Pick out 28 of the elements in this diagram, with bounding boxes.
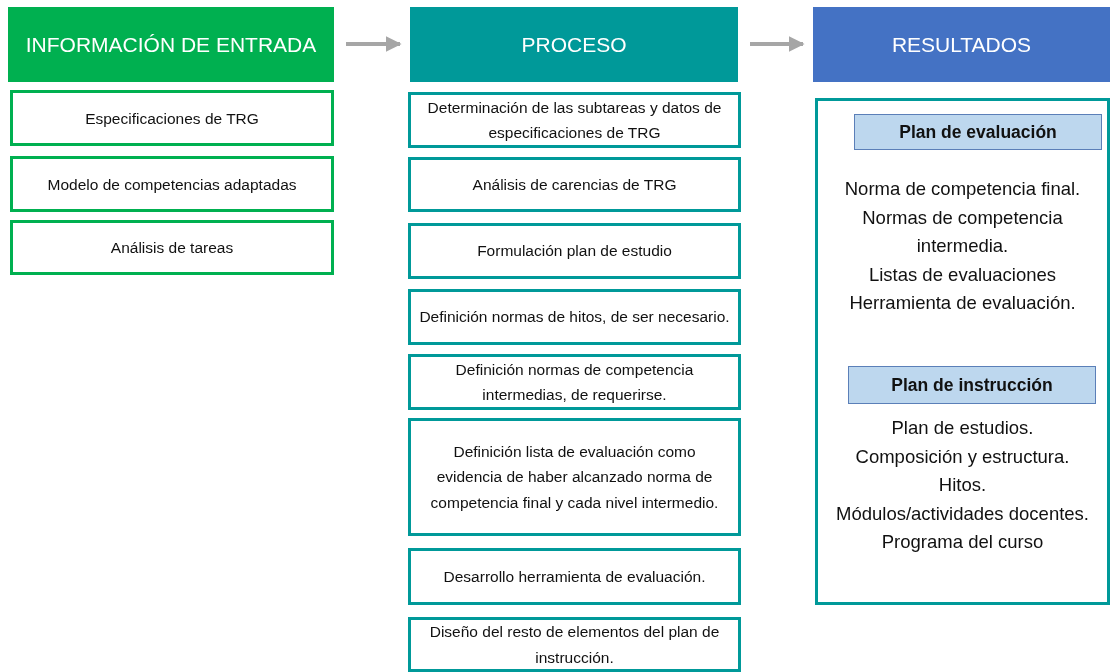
result-item: Composición y estructura. [855,444,1070,469]
header-box: RESULTADOS [813,7,1110,82]
result-item: Plan de estudios. [891,416,1034,440]
result-item: Normas de competencia intermedia. [861,205,1064,258]
arrow [346,36,402,52]
arrow [750,36,805,52]
header-box: PROCESO [410,7,738,82]
process-box: Desarrollo herramienta de evaluación. [408,548,741,605]
input-box: Análisis de tareas [10,220,334,275]
header-box: INFORMACIÓN DE ENTRADA [8,7,334,82]
input-box: Especificaciones de TRG [10,90,334,146]
section-heading-box: Plan de instrucción [848,366,1096,404]
result-item: Módulos/actividades docentes. [836,501,1089,526]
process-box: Definición normas de competencia intermedias, de requerirse. [408,354,741,410]
result-item: Herramienta de evaluación. [849,291,1076,315]
section-heading-box: Plan de evaluación [854,114,1102,150]
input-box: Modelo de competencias adaptadas [10,156,334,212]
process-box: Definición lista de evaluación como evidencia de haber alcanzado norma de competencia final y cada nivel intermedio. [408,418,741,536]
process-box: Diseño del resto de elementos del plan de instrucción. [408,617,741,672]
process-box: Formulación plan de estudio [408,223,741,279]
process-box: Análisis de carencias de TRG [408,157,741,212]
process-box: Definición normas de hitos, de ser necesario. [408,289,741,345]
result-item: Programa del curso [881,530,1044,554]
results-box [815,98,1110,605]
process-box: Determinación de las subtareas y datos de especificaciones de TRG [408,92,741,148]
result-item: Hitos. [938,473,987,497]
result-item: Norma de competencia final. [844,177,1081,201]
result-item: Listas de evaluaciones [868,262,1057,287]
